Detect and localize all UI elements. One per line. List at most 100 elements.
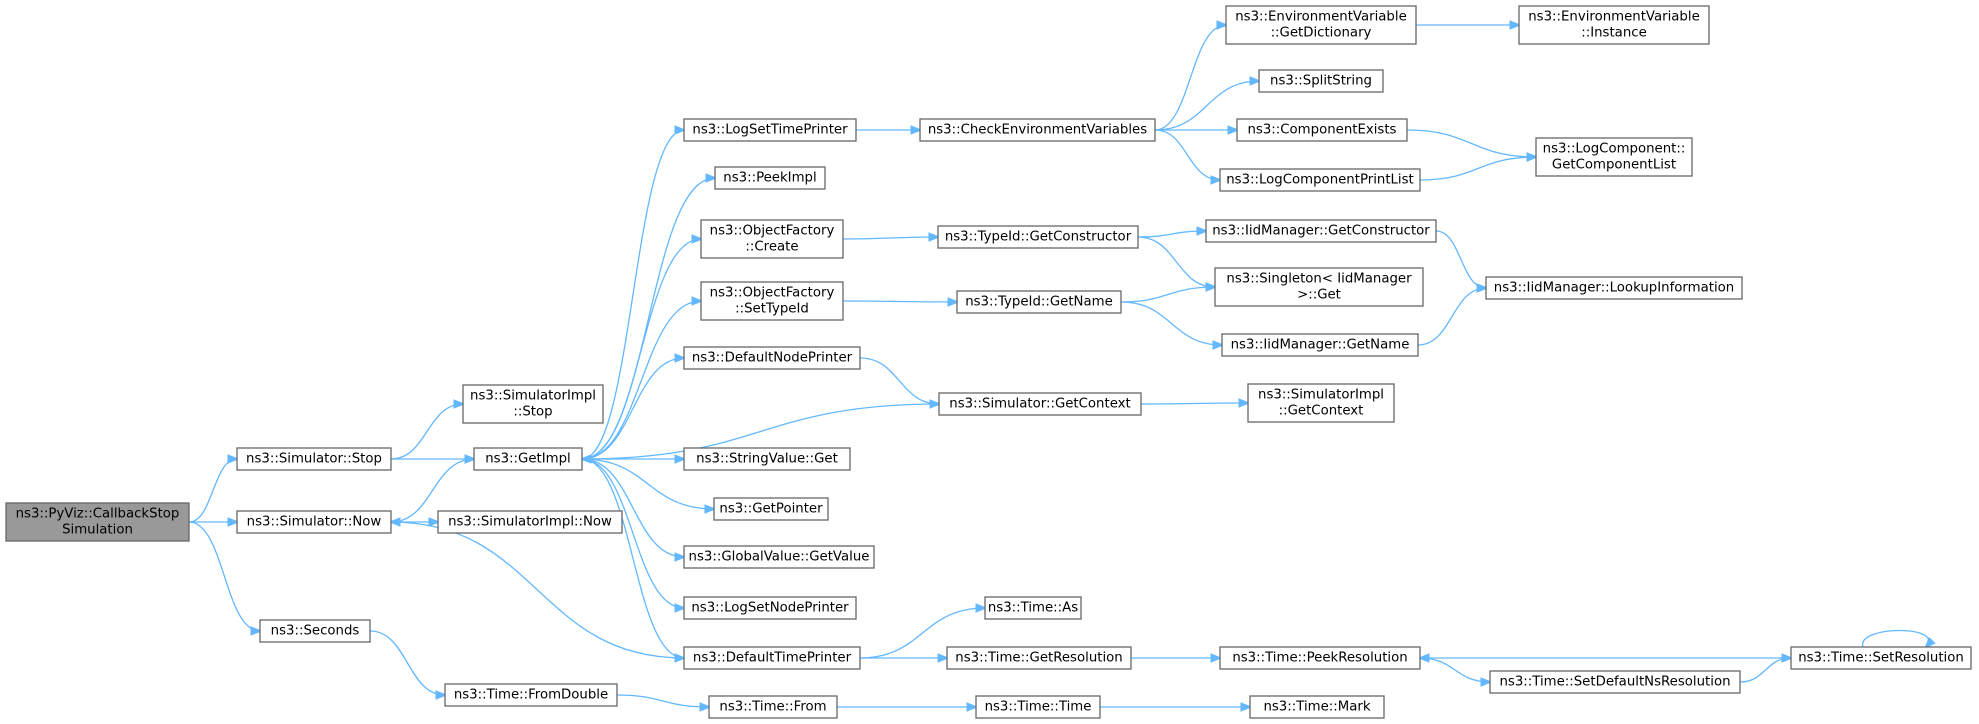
node-getpointer[interactable]: ns3::GetPointer [713,497,829,521]
node-box-fromdouble [444,683,618,707]
edge-getimpl-to-defaulttimeprinter [581,458,684,658]
node-iidlookup[interactable]: ns3::IidManager::LookupInformation [1485,276,1743,300]
node-box-logsettimeprinter [683,118,857,142]
node-label-timepeekresolution-0: ns3::Time::PeekResolution [1232,651,1407,666]
node-box-logcompprintlist [1219,168,1421,192]
node-typeidgetname[interactable]: ns3::TypeId::GetName [956,290,1122,314]
node-logsettimeprinter[interactable]: ns3::LogSetTimePrinter [683,118,857,142]
node-label-timefrom-0: ns3::Time::From [719,700,826,715]
edge-fromdouble-to-timefrom [616,694,709,707]
edge-timesetresolution-to-timesetresolution [1862,629,1929,648]
node-label-envinstance-0: ns3::EnvironmentVariable [1528,10,1700,25]
node-label-logcompprintlist-0: ns3::LogComponentPrintList [1226,173,1414,188]
node-box-iidlookup [1485,276,1743,300]
node-ofcreate[interactable]: ns3::ObjectFactory::Create [700,219,844,259]
edge-getimpl-to-getpointer [581,458,714,509]
node-label-logcompgetlist-0: ns3::LogComponent:: [1543,142,1686,157]
edge-getimpl-to-logsettimeprinter [581,130,684,460]
node-box-simimplstop [462,384,604,424]
node-box-iidgetconstructor [1205,219,1437,243]
node-box-splitstring [1258,69,1384,93]
node-logcompgetlist[interactable]: ns3::LogComponent::GetComponentList [1535,137,1693,177]
node-label-ofcreate-0: ns3::ObjectFactory [710,224,835,239]
node-seconds[interactable]: ns3::Seconds [259,619,371,643]
node-box-envgetdict [1225,5,1417,45]
node-checkenv[interactable]: ns3::CheckEnvironmentVariables [919,118,1156,142]
edge-checkenv-to-logcompprintlist [1154,129,1220,180]
node-box-ofcreate [700,219,844,259]
node-defaulttimeprinter[interactable]: ns3::DefaultTimePrinter [683,646,861,670]
node-singletonget[interactable]: ns3::Singleton< IidManager>::Get [1214,267,1424,307]
node-label-iidgetname-0: ns3::IidManager::GetName [1231,338,1410,353]
edge-iidgetconstructor-to-iidlookup [1435,230,1486,288]
call-nodes: ns3::PyViz::CallbackStopSimulationns3::S… [5,5,1972,719]
node-timefrom[interactable]: ns3::Time::From [708,695,838,719]
node-simimplstop[interactable]: ns3::SimulatorImpl::Stop [462,384,604,424]
node-label-singletonget-0: ns3::Singleton< IidManager [1226,272,1412,287]
node-label-logsetnodeprinter-0: ns3::LogSetNodePrinter [691,601,849,616]
node-peekimpl[interactable]: ns3::PeekImpl [714,166,826,190]
edge-ofcreate-to-typeidgetconstructor [842,237,938,239]
node-getimpl[interactable]: ns3::GetImpl [473,447,583,471]
node-timesetresolution[interactable]: ns3::Time::SetResolution [1790,646,1972,670]
node-box-simimplgetcontext [1247,383,1395,423]
node-stringvalueget[interactable]: ns3::StringValue::Get [683,447,851,471]
node-box-singletonget [1214,267,1424,307]
node-timetime[interactable]: ns3::Time::Time [975,695,1101,719]
edge-componentexists-to-logcompgetlist [1406,129,1536,157]
node-label-splitstring-0: ns3::SplitString [1270,74,1372,89]
node-logsetnodeprinter[interactable]: ns3::LogSetNodePrinter [683,596,857,620]
edge-typeidgetname-to-singletonget [1120,287,1215,303]
node-label-logcompgetlist-1: GetComponentList [1552,158,1676,173]
node-timemark[interactable]: ns3::Time::Mark [1249,695,1385,719]
node-typeidgetconstructor[interactable]: ns3::TypeId::GetConstructor [937,225,1139,249]
edge-simgetcontext-to-getimpl [582,403,940,459]
node-box-envinstance [1518,5,1710,45]
node-componentexists[interactable]: ns3::ComponentExists [1236,118,1408,142]
node-simimplgetcontext[interactable]: ns3::SimulatorImpl::GetContext [1247,383,1395,423]
node-label-simgetcontext-0: ns3::Simulator::GetContext [949,397,1130,412]
node-simgetcontext[interactable]: ns3::Simulator::GetContext [938,392,1142,416]
node-box-timemark [1249,695,1385,719]
node-defaultnodeprinter[interactable]: ns3::DefaultNodePrinter [683,346,861,370]
edge-getimpl-to-logsetnodeprinter [581,458,684,608]
node-envgetdict[interactable]: ns3::EnvironmentVariable::GetDictionary [1225,5,1417,45]
node-label-timemark-0: ns3::Time::Mark [1263,700,1370,715]
node-simstop[interactable]: ns3::Simulator::Stop [236,447,392,471]
node-timesetdefaultns[interactable]: ns3::Time::SetDefaultNsResolution [1489,670,1741,694]
node-box-timetime [975,695,1101,719]
node-simnow[interactable]: ns3::Simulator::Now [236,510,392,534]
node-box-simnow [236,510,392,534]
node-splitstring[interactable]: ns3::SplitString [1258,69,1384,93]
node-timeas[interactable]: ns3::Time::As [984,596,1082,620]
node-timegetresolution[interactable]: ns3::Time::GetResolution [946,646,1132,670]
node-logcompprintlist[interactable]: ns3::LogComponentPrintList [1219,168,1421,192]
node-box-timepeekresolution [1219,646,1421,670]
node-box-timegetresolution [946,646,1132,670]
node-fromdouble[interactable]: ns3::Time::FromDouble [444,683,618,707]
node-label-componentexists-0: ns3::ComponentExists [1247,123,1396,138]
node-label-defaultnodeprinter-0: ns3::DefaultNodePrinter [692,351,853,366]
node-ofsettypeid[interactable]: ns3::ObjectFactory::SetTypeId [700,281,844,321]
node-label-envinstance-1: ::Instance [1581,26,1647,41]
edge-simnow-to-getimpl [390,459,474,523]
node-iidgetconstructor[interactable]: ns3::IidManager::GetConstructor [1205,219,1437,243]
node-label-ofsettypeid-1: ::SetTypeId [735,302,809,317]
node-label-envgetdict-1: ::GetDictionary [1271,26,1372,41]
node-envinstance[interactable]: ns3::EnvironmentVariable::Instance [1518,5,1710,45]
edge-typeidgetname-to-iidgetname [1120,301,1222,345]
node-iidgetname[interactable]: ns3::IidManager::GetName [1221,333,1419,357]
node-box-cbstop [5,502,190,542]
node-label-defaulttimeprinter-0: ns3::DefaultTimePrinter [693,651,852,666]
node-label-logsettimeprinter-0: ns3::LogSetTimePrinter [692,123,848,138]
node-simimplnow[interactable]: ns3::SimulatorImpl::Now [437,510,623,534]
node-box-simstop [236,447,392,471]
node-box-checkenv [919,118,1156,142]
node-globalvaluegetvalue[interactable]: ns3::GlobalValue::GetValue [683,545,875,569]
node-box-simimplnow [437,510,623,534]
edge-getimpl-to-globalvaluegetvalue [581,458,684,557]
node-box-logsetnodeprinter [683,596,857,620]
node-timepeekresolution[interactable]: ns3::Time::PeekResolution [1219,646,1421,670]
